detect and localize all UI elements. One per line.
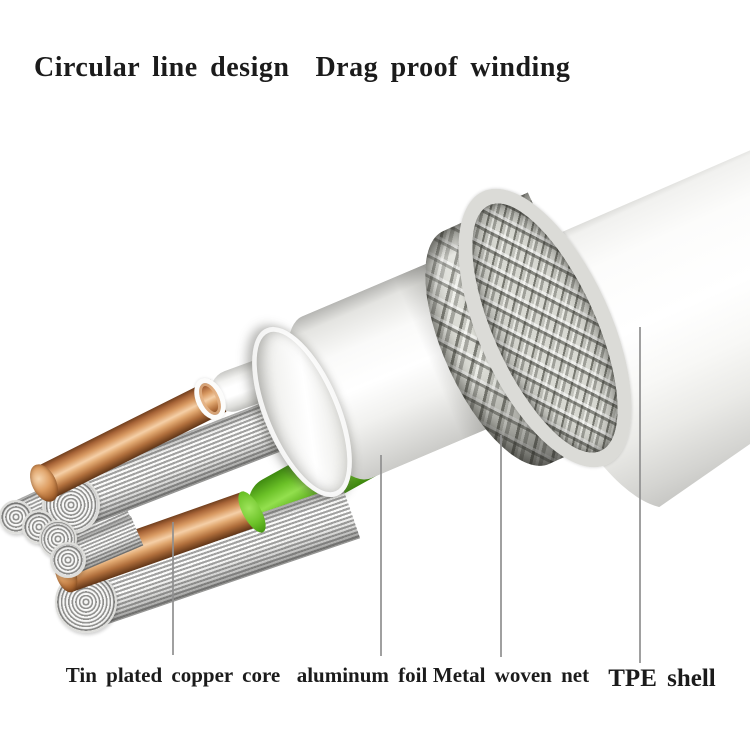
leader-line-tpe-shell xyxy=(639,327,641,663)
label-metal-net: Metal woven net xyxy=(432,663,590,687)
label-copper-core: Tin plated copper core xyxy=(65,663,281,687)
label-tpe-shell: TPE shell xyxy=(608,665,716,692)
title-drag-proof-winding: Drag proof winding xyxy=(315,52,571,83)
page-title: Circular line design Drag proof winding xyxy=(34,52,570,84)
leader-line-metal-net xyxy=(500,435,502,657)
leader-line-copper-core xyxy=(172,522,174,655)
leader-line-aluminum-foil xyxy=(380,455,382,656)
label-aluminum-foil: aluminum foil xyxy=(296,663,428,687)
wire-end-spiral-4 xyxy=(50,542,86,578)
title-circular-line-design: Circular line design xyxy=(34,52,290,83)
